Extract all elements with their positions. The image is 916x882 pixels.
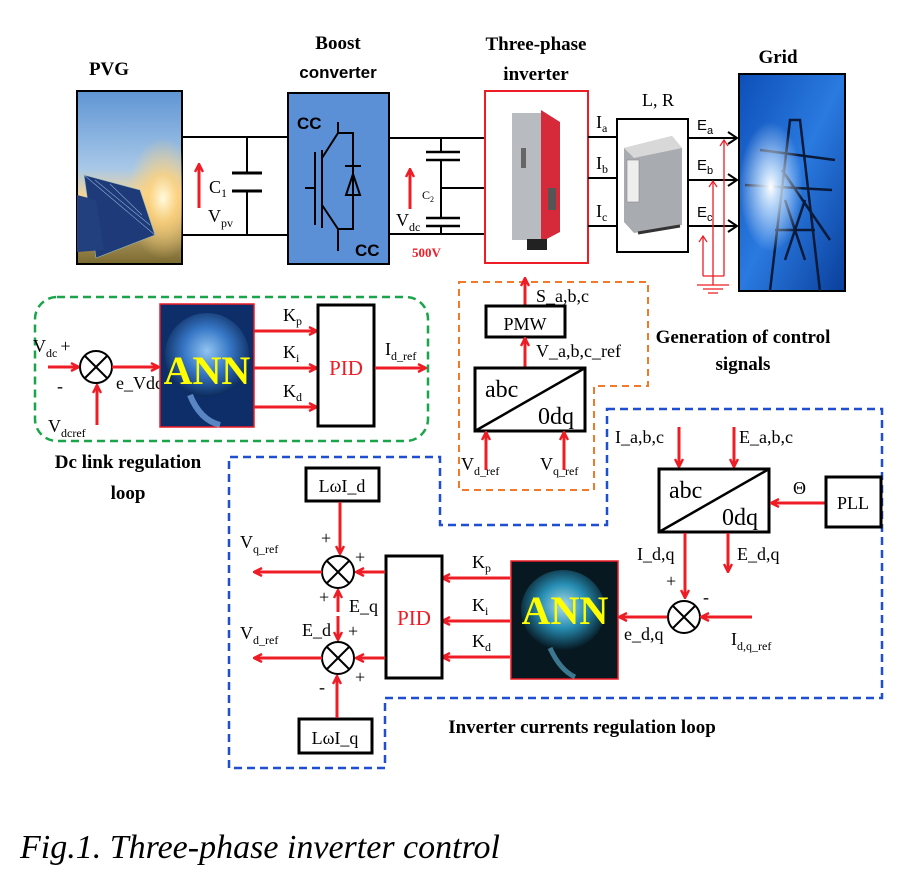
eb-label: Eb bbox=[697, 157, 713, 177]
id-ref-label: Id_ref bbox=[385, 339, 416, 363]
dc-loop-title-1: Dc link regulation bbox=[55, 452, 202, 473]
control-signals-title-2: signals bbox=[716, 354, 771, 375]
inverter-title-1: Three-phase bbox=[486, 34, 587, 55]
c2-label: C2 bbox=[422, 188, 434, 204]
idq-minus: - bbox=[703, 587, 709, 607]
vd-ref-out-label: Vd_ref bbox=[240, 623, 278, 647]
s-abc-label: S_a,b,c bbox=[536, 286, 589, 306]
ea-label: Ea bbox=[697, 117, 714, 137]
eabc-label: E_a,b,c bbox=[739, 427, 793, 447]
ia-label: Ia bbox=[596, 112, 608, 135]
vq-ref-out-label: Vq_ref bbox=[240, 532, 278, 556]
pid-d-plus: + bbox=[355, 667, 365, 687]
e-vdc-label: e_Vdc bbox=[116, 373, 163, 393]
pll-label: PLL bbox=[837, 493, 869, 513]
grid-image bbox=[738, 73, 846, 292]
pwm-label: PMW bbox=[503, 314, 546, 334]
lwiq-label: LωI_q bbox=[312, 728, 359, 748]
pid-q-plus: + bbox=[355, 547, 365, 567]
theta-label: Θ bbox=[793, 478, 806, 498]
dc-kp-label: Kp bbox=[283, 305, 302, 328]
cc-top: CC bbox=[297, 114, 322, 133]
edq-error-label: e_d,q bbox=[624, 624, 664, 644]
pvg-image bbox=[76, 90, 183, 265]
vdcref-label: Vdcref bbox=[48, 416, 86, 440]
inverter-block bbox=[484, 90, 589, 264]
current-pid-label: PID bbox=[397, 606, 431, 630]
grid-voltage-measurements bbox=[697, 138, 729, 294]
abc-dq-inverse-block: abc 0dq bbox=[473, 366, 587, 433]
dc-ann-label: ANN bbox=[164, 348, 251, 393]
lwid-plus: + bbox=[321, 528, 331, 548]
cc-bottom: CC bbox=[355, 241, 380, 260]
ed-label: E_d bbox=[302, 620, 331, 640]
current-pid-block bbox=[384, 554, 444, 680]
ib-label: Ib bbox=[596, 153, 608, 176]
pvg-title: PVG bbox=[89, 59, 129, 80]
capacitor-c1 bbox=[232, 171, 262, 193]
lr-filter-block bbox=[616, 118, 689, 253]
dc-ann-block: ANN bbox=[159, 303, 255, 428]
current-ann-block: ANN bbox=[510, 560, 619, 680]
svg-text:0dq: 0dq bbox=[538, 404, 574, 430]
dc-summing-junction bbox=[79, 350, 113, 384]
c1-label: C1 bbox=[209, 177, 227, 200]
control-signals-title-1: Generation of control bbox=[656, 327, 831, 348]
idq-ref-label: Id,q_ref bbox=[731, 629, 771, 653]
vq-summing-junction bbox=[321, 555, 355, 589]
lwiq-minus: - bbox=[319, 677, 325, 697]
idq-plus: + bbox=[666, 571, 676, 591]
eq-label: E_q bbox=[349, 596, 378, 616]
vpv-label: Vpv bbox=[208, 206, 233, 230]
cur-kp-label: Kp bbox=[472, 552, 491, 575]
vabc-ref-label: V_a,b,c_ref bbox=[536, 341, 621, 361]
eq-plus: + bbox=[319, 587, 329, 607]
ec-label: Ec bbox=[697, 204, 713, 224]
filter-title: L, R bbox=[642, 90, 674, 110]
ic-label: Ic bbox=[596, 201, 607, 224]
boost-title-2: converter bbox=[299, 63, 377, 82]
boost-converter-block: CC CC bbox=[287, 92, 390, 265]
cur-kd-label: Kd bbox=[472, 631, 491, 654]
svg-text:0dq: 0dq bbox=[722, 505, 758, 531]
current-loop-title: Inverter currents regulation loop bbox=[448, 717, 716, 738]
pll-block bbox=[824, 475, 883, 529]
figure-caption: Fig.1. Three-phase inverter control bbox=[19, 829, 500, 866]
inverter-title-2: inverter bbox=[503, 64, 569, 85]
dc-pid-label: PID bbox=[329, 356, 363, 380]
vd-ref-in-label: Vd_ref bbox=[461, 454, 499, 478]
lwid-block bbox=[304, 466, 381, 503]
dc-minus: - bbox=[57, 376, 63, 396]
edq-label: E_d,q bbox=[737, 544, 780, 564]
vd-summing-junction bbox=[321, 641, 355, 675]
capacitor-c2 bbox=[426, 150, 460, 228]
vdc-input-label: Vdc+ bbox=[33, 336, 70, 360]
svg-text:abc: abc bbox=[669, 478, 702, 504]
cur-ki-label: Ki bbox=[472, 595, 489, 618]
idq-label: I_d,q bbox=[637, 544, 675, 564]
lwiq-block bbox=[297, 717, 374, 755]
svg-text:ANN: ANN bbox=[522, 588, 609, 633]
grid-title: Grid bbox=[758, 47, 797, 68]
vdc-value: 500V bbox=[412, 245, 442, 260]
current-summing-junction bbox=[667, 600, 701, 634]
ed-plus: + bbox=[348, 621, 358, 641]
iabc-label: I_a,b,c bbox=[615, 427, 664, 447]
boost-title-1: Boost bbox=[315, 33, 361, 54]
dc-pid-block bbox=[316, 303, 376, 428]
vdc-label: Vdc bbox=[396, 210, 420, 234]
dc-kd-label: Kd bbox=[283, 381, 302, 404]
svg-text:abc: abc bbox=[485, 377, 518, 403]
dc-loop-title-2: loop bbox=[111, 483, 146, 504]
dc-loop-border bbox=[33, 295, 430, 443]
current-loop-border bbox=[227, 407, 884, 770]
dc-ki-label: Ki bbox=[283, 342, 300, 365]
lwid-label: LωI_d bbox=[319, 476, 366, 496]
vq-ref-in-label: Vq_ref bbox=[540, 454, 578, 478]
abc-dq-block: abc 0dq bbox=[657, 467, 771, 534]
